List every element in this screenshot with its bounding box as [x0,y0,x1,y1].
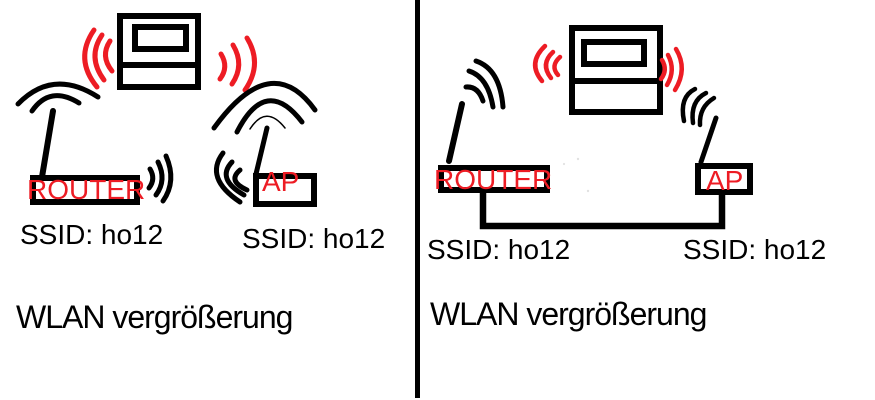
wifi-waves-red-right-of-pc-right [658,46,684,93]
ssid-label-ap-left: SSID: ho12 [242,223,386,254]
router-icon-right [438,58,550,193]
router-label-right: ROUTER [434,164,553,195]
caption-left: WLAN vergrößerung [16,299,293,335]
stray-specks [562,157,590,193]
ap-label-left: AP [262,166,300,197]
wifi-waves-red-left-of-pc-left [82,27,115,90]
ap-label-right: AP [706,165,744,196]
ethernet-cable-line [479,192,726,230]
wifi-waves-router-to-ap-left [146,153,174,204]
caption-right: WLAN vergrößerung [430,296,707,332]
wifi-waves-red-right-of-pc-left [217,35,257,93]
ssid-label-router-left: SSID: ho12 [20,219,164,250]
ap-icon-left [211,81,318,207]
panel-divider-line [415,0,420,398]
wifi-waves-ap-to-router-left [213,150,250,205]
pc-icon-left [117,13,201,90]
ap-icon-right [680,86,753,195]
router-label-left: ROUTER [27,174,146,205]
wifi-waves-red-left-of-pc-right [533,43,563,84]
ssid-label-router-right: SSID: ho12 [427,234,571,265]
router-icon-left [15,81,140,205]
pc-icon-right [569,25,663,115]
ssid-label-ap-right: SSID: ho12 [683,234,827,265]
